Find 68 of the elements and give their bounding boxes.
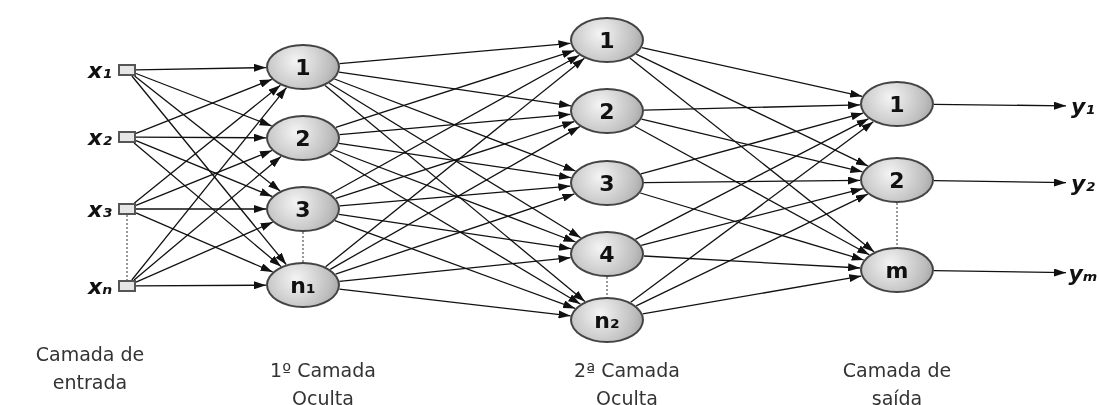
layer-label: 1º Camada Oculta (269, 358, 377, 405)
arrow (639, 192, 865, 261)
arrow (642, 274, 862, 315)
input-symbol: x₂ (88, 124, 112, 150)
arrow (338, 213, 572, 251)
arrow (634, 125, 870, 256)
input-symbol: x₁ (88, 57, 112, 83)
arrow (338, 111, 572, 136)
arrow (933, 268, 1067, 277)
layer-label: Camada de saída (841, 358, 953, 405)
neuron-circle: 1 (266, 44, 340, 90)
arrow (338, 288, 572, 319)
arrow (630, 121, 874, 303)
neuron-circle: 2 (860, 157, 934, 203)
neuron-circle: n₂ (570, 297, 644, 343)
input-symbol: x₃ (88, 196, 112, 222)
input-square (118, 280, 136, 292)
output-symbol: y₂ (1066, 168, 1099, 198)
arrow (324, 84, 586, 303)
arrow (335, 120, 575, 200)
dotted-line (126, 214, 128, 281)
output-symbol: yₘ (1066, 258, 1099, 288)
dotted-line (896, 202, 898, 248)
arrow (338, 40, 572, 65)
arrow (133, 142, 282, 268)
dotted-line (302, 231, 304, 263)
arrow (643, 176, 861, 185)
input-symbol: xₙ (88, 273, 113, 299)
arrow (338, 142, 572, 180)
output-symbol: y₁ (1066, 91, 1099, 121)
neuron-circle: 1 (570, 17, 644, 63)
arrow (643, 101, 861, 111)
input-square (118, 64, 136, 76)
arrow (335, 49, 575, 129)
arrow (339, 183, 571, 207)
arrow (135, 133, 267, 142)
arrow (643, 255, 861, 272)
arrow (329, 153, 581, 305)
arrow (629, 57, 875, 253)
neuron-circle: 1 (860, 81, 934, 127)
arrow (334, 193, 576, 275)
arrow (334, 219, 576, 310)
arrow (933, 178, 1067, 187)
layer-label: 2ª Camada Oculta (573, 358, 681, 405)
neuron-circle: n₁ (266, 262, 340, 308)
arrow (133, 84, 282, 204)
arrow (338, 254, 572, 282)
layer-label: Camada de entrada (34, 342, 146, 395)
neuron-circle: 3 (570, 160, 644, 206)
arrow (338, 71, 572, 109)
arrow (933, 101, 1067, 110)
arrow (328, 82, 582, 239)
arrow (133, 155, 282, 281)
arrow (635, 193, 869, 307)
arrow (133, 75, 281, 192)
neuron-circle: m (860, 247, 934, 293)
input-square (118, 131, 136, 143)
neuron-circle: 2 (570, 88, 644, 134)
neuron-circle: 4 (570, 231, 644, 277)
dotted-line (606, 276, 608, 298)
arrow (135, 63, 267, 72)
arrow (135, 205, 267, 213)
input-square (118, 203, 136, 215)
neuron-circle: 3 (266, 186, 340, 232)
neuron-circle: 2 (266, 115, 340, 161)
arrow (135, 281, 267, 290)
arrow (635, 53, 869, 167)
arrow (641, 47, 863, 98)
